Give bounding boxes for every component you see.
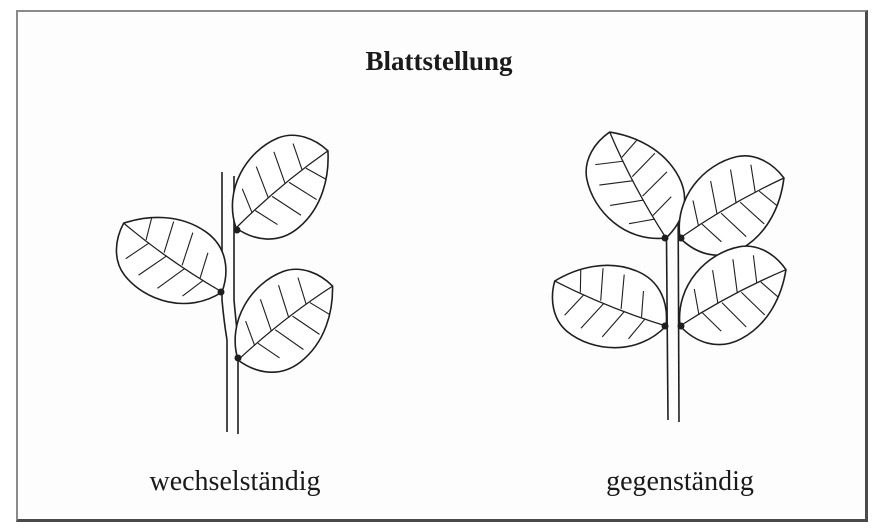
label-opposite: gegenständig <box>555 466 805 498</box>
alternate-plant <box>98 116 357 434</box>
bud <box>235 355 242 362</box>
leaf-lower-right <box>210 251 357 392</box>
leaf-lower-left <box>538 244 681 368</box>
leaf-upper-right <box>207 116 354 258</box>
opposite-plant <box>538 113 805 422</box>
bud <box>662 323 669 330</box>
bud <box>662 235 669 242</box>
bud <box>218 289 225 296</box>
bud <box>678 323 685 330</box>
bud <box>678 235 685 242</box>
label-alternate: wechselständig <box>110 466 360 498</box>
bud <box>234 227 241 234</box>
leaf-lower-right <box>659 230 805 361</box>
